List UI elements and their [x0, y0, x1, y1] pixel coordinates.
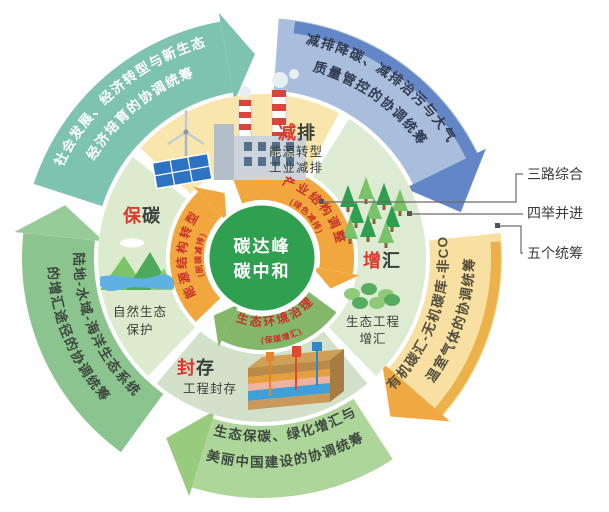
callout-label-five-coordinations: 五个统筹: [527, 245, 583, 261]
desc-emission-line1: 能源转型: [269, 144, 323, 159]
inner-arrow-energy-icon: [193, 186, 227, 222]
tree-icon: [376, 183, 392, 205]
label-emission-reduction: 减排: [278, 122, 316, 143]
sector-sink-increase: [312, 118, 427, 377]
shrub-icon: [361, 283, 377, 295]
shrubs-icon: [344, 283, 400, 309]
arrow-carbon-icon: [382, 362, 450, 422]
tree-icon: [366, 197, 382, 219]
tree-icon: [342, 217, 358, 239]
tree-icon: [384, 205, 400, 227]
tree-trunk: [384, 243, 388, 248]
carbon-segment-rim: [429, 241, 501, 422]
outer-ring: [14, 12, 503, 498]
arrow-land-icon: [14, 205, 104, 242]
desc-sequestration-line1: 工程封存: [183, 381, 237, 396]
tree-icon: [378, 221, 394, 243]
keyword-red: 保: [122, 205, 142, 226]
tree-trunk: [366, 237, 370, 242]
shrub-icon: [369, 297, 385, 309]
label-sink-increase: 增汇: [363, 250, 401, 271]
desc-emission-line2: 工业减排: [269, 161, 323, 175]
tree-icon: [358, 177, 374, 199]
callout-line-five-coordinations: [498, 225, 523, 254]
keyword-rest: 碳: [142, 205, 161, 226]
tree-trunk: [354, 223, 358, 228]
inner-arc-ecology: [221, 291, 337, 350]
factory-wind-solar-icon: [151, 69, 306, 190]
desc-sink-line1: 生态工程: [346, 314, 400, 329]
tree-trunk: [398, 211, 402, 216]
arrow-beautiful-icon: [166, 410, 216, 497]
keyword-rest: 排: [297, 122, 316, 143]
nature-reserve-icon: [100, 238, 174, 291]
callout-dot-inner-ring: [319, 199, 324, 204]
shrub-icon: [344, 288, 360, 300]
callout-dot-middle-ring: [407, 211, 412, 216]
keyword-rest: 汇: [382, 251, 401, 271]
geological-storage-icon: [248, 342, 344, 410]
shrub-icon: [384, 294, 400, 306]
tree-icon: [348, 201, 364, 223]
label-carbon-preservation: 保碳: [122, 205, 161, 226]
solar-panel-icon: [151, 152, 213, 190]
callout-lines: [319, 173, 523, 254]
callout-dot-outer-ring: [495, 223, 500, 228]
center-circle: [206, 202, 318, 314]
tree-trunk: [382, 205, 386, 210]
label-sequestration: 封存: [177, 357, 215, 378]
inner-arc-industry: [230, 165, 355, 274]
outer-segment-land-ocean: [22, 232, 164, 453]
desc-preservation-line1: 自然生态: [113, 304, 167, 319]
keyword-red: 减: [278, 122, 297, 143]
outer-segment-beautiful-china: [191, 398, 393, 498]
tree-icon: [360, 215, 376, 237]
outer-segment-social-economy: [33, 21, 234, 207]
outer-segment-air-quality: [272, 18, 478, 186]
tree-icon: [392, 189, 408, 211]
inner-arrow-ecology-icon: [213, 303, 240, 347]
arrow-social-icon: [218, 12, 255, 102]
tree-trunk: [348, 239, 352, 244]
shrub-icon: [352, 297, 368, 309]
tree-trunk: [390, 227, 394, 232]
keyword-red: 增: [363, 250, 382, 271]
callout-label-three-paths: 三路综合: [527, 166, 583, 182]
callout-label-four-measures: 四举并进: [527, 205, 583, 221]
callout-line-three-paths: [322, 173, 523, 203]
desc-preservation-line2: 保护: [126, 323, 153, 337]
tree-trunk: [372, 219, 376, 224]
inner-arc-energy: [169, 191, 223, 322]
center-title-line2: 碳中和: [234, 261, 291, 281]
keyword-red: 封: [177, 357, 196, 378]
desc-sink-line2: 增汇: [359, 331, 386, 346]
inner-arrow-industry-icon: [312, 266, 360, 289]
outer-segment-carbon-sink: [388, 232, 503, 416]
air-segment-rim: [293, 21, 481, 166]
tree-trunk: [346, 207, 350, 212]
center-title-line1: 碳达峰: [234, 236, 291, 256]
keyword-rest: 存: [196, 357, 215, 378]
arrow-air-icon: [404, 148, 486, 213]
inner-ring: [169, 165, 360, 350]
